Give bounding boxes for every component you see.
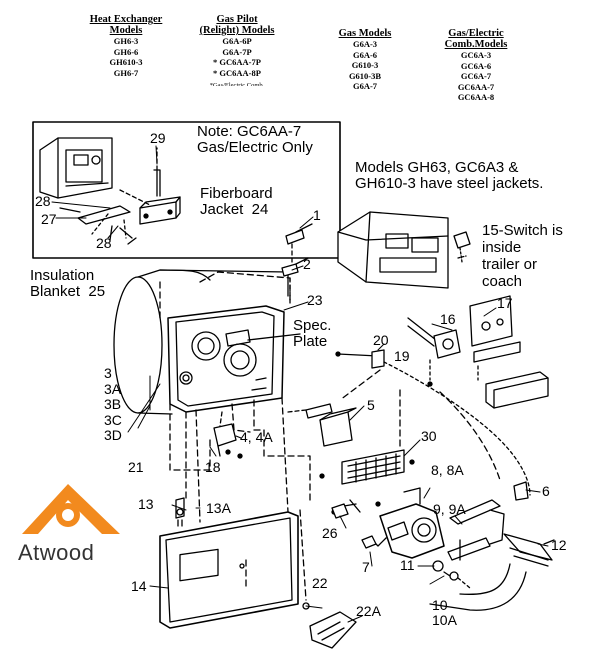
- part-label-20: 20: [373, 332, 389, 348]
- footnote: *Gas/Electric Comb.: [209, 82, 265, 86]
- part-label-8: 8, 8A: [431, 462, 464, 478]
- steel-jacket-drawing: [337, 211, 471, 289]
- atwood-logo-text: Atwood: [18, 540, 95, 565]
- model-item: GH6-3: [113, 36, 139, 46]
- part-label-7: 7: [362, 559, 370, 575]
- part-19-20: [335, 349, 531, 496]
- part-14-door: [159, 511, 299, 629]
- part-label-2: 2: [303, 256, 311, 272]
- model-item: GC6A-3: [460, 50, 492, 60]
- model-item: GH6-7: [113, 67, 139, 78]
- part-1-2: [281, 223, 313, 307]
- fiberboard-label: Fiberboard Jacket 24: [200, 185, 273, 218]
- model-item: G6A-6: [352, 49, 378, 60]
- water-heater-body: [113, 269, 301, 415]
- steel-jacket-note: Models GH63, GC6A3 & GH610-3 have steel …: [355, 159, 544, 192]
- part-label-22: 22: [312, 575, 328, 591]
- header-gas-pilot: Gas Pilot (Relight) Models G6A-6P G6A-7P…: [183, 14, 291, 86]
- part-13: [175, 497, 185, 527]
- part-label-1: 1: [313, 207, 321, 223]
- model-item: G6A-6P: [222, 36, 252, 46]
- part-label-29: 29: [150, 130, 166, 146]
- part-label-28-lower: 28: [96, 235, 112, 251]
- part-label-14: 14: [131, 578, 147, 594]
- part-4-18: [213, 411, 243, 459]
- part-label-9: 9, 9A: [433, 501, 466, 517]
- model-item: GC6AA-7: [457, 81, 495, 92]
- part-label-21: 21: [128, 459, 144, 475]
- part-5: [287, 403, 357, 447]
- part-26-7: [331, 503, 377, 549]
- inset-note: Note: GC6AA-7 Gas/Electric Only: [197, 123, 313, 156]
- part-label-19: 19: [394, 348, 410, 364]
- switch-note: 15-Switch is inside trailer or coach: [482, 222, 563, 290]
- part-label-11: 11: [400, 557, 415, 573]
- part-label-28: 28: [35, 193, 51, 209]
- header-heat-exchanger: Heat Exchanger Models GH6-3 GH6-6 GH610-…: [74, 14, 178, 78]
- part-label-22a: 22A: [356, 603, 381, 619]
- model-item: G610-3: [351, 60, 379, 70]
- part-22: [302, 602, 357, 649]
- model-item: G6A-7P: [222, 46, 252, 57]
- part-label-16: 16: [440, 311, 456, 327]
- part-30-grille: [319, 449, 415, 485]
- model-item: * GC6AA-7P: [213, 57, 261, 67]
- model-item: GH610-3: [109, 57, 143, 67]
- part-label-5: 5: [367, 397, 375, 413]
- part-label-18: 18: [205, 459, 221, 475]
- header-gas-electric: Gas/Electric Comb.Models GC6A-3 GC6A-6 G…: [430, 28, 522, 103]
- header-title: Gas Models: [338, 28, 392, 39]
- header-title: Comb.Models: [444, 39, 508, 50]
- part-label-13: 13: [138, 496, 154, 512]
- header-gas-models: Gas Models G6A-3 G6A-6 G610-3 G610-3B G6…: [330, 28, 400, 92]
- header-title: (Relight) Models: [199, 25, 275, 36]
- inset-box: [32, 121, 341, 259]
- model-item: GH6-6: [113, 46, 139, 57]
- model-item: GC6AA-8: [457, 92, 495, 102]
- part-label-10: 10 10A: [432, 597, 457, 628]
- model-item: * GC6AA-8P: [213, 67, 261, 78]
- header-title: Gas Pilot: [216, 14, 258, 25]
- model-item: G610-3B: [348, 70, 382, 81]
- part-10-11: [432, 560, 471, 589]
- atwood-logo-mark: [22, 484, 120, 534]
- part-label-12: 12: [551, 537, 567, 553]
- header-title: Heat Exchanger: [89, 14, 163, 25]
- spec-plate-label: Spec. Plate: [293, 317, 332, 350]
- part-label-13a: 13A: [206, 500, 231, 516]
- part-label-30: 30: [421, 428, 437, 444]
- part-label-26: 26: [322, 525, 338, 541]
- part-8-9-valve-burner: [331, 487, 505, 561]
- part-label-17: 17: [497, 295, 513, 311]
- insulation-label: Insulation Blanket 25: [30, 267, 106, 300]
- model-item: G6A-7: [352, 81, 378, 91]
- header-title: Gas/Electric: [448, 28, 504, 39]
- leader-lines: [51, 145, 549, 623]
- header-title: Models: [109, 25, 143, 36]
- model-item: GC6A-6: [460, 60, 492, 71]
- model-item: G6A-3: [352, 39, 378, 49]
- part-label-27: 27: [41, 211, 57, 227]
- part-6-12: [429, 481, 555, 611]
- part-label-4: 4, 4A: [240, 429, 273, 445]
- model-item: GC6A-7: [460, 71, 492, 81]
- part-label-23: 23: [307, 292, 323, 308]
- part-label-6: 6: [542, 483, 550, 499]
- part-16-17: [407, 295, 549, 409]
- assembly-dashed-lines: [169, 369, 501, 601]
- part-label-3-group: 3 3A 3B 3C 3D: [104, 365, 122, 443]
